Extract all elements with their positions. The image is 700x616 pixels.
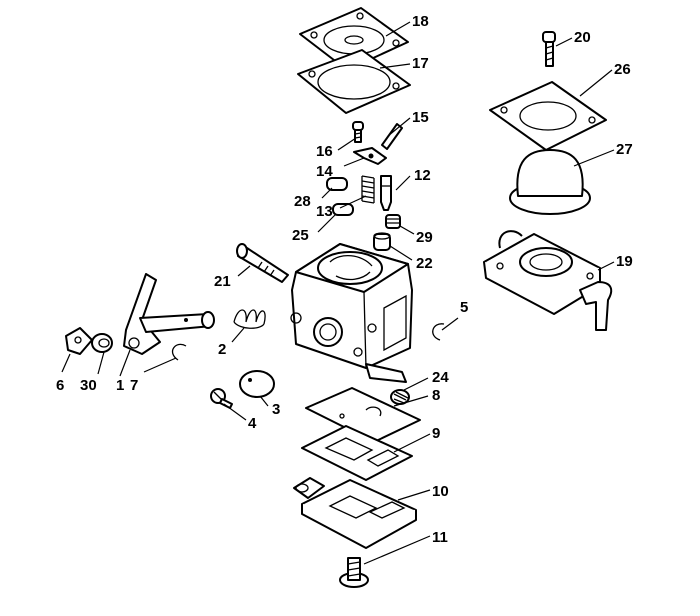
part-1-throttle-shaft (123, 273, 215, 355)
part-4-screw (210, 388, 233, 409)
part-29-fitting (385, 214, 401, 229)
callout-8: 8 (432, 387, 440, 404)
callout-7: 7 (130, 377, 138, 394)
callout-4: 4 (248, 415, 257, 432)
part-17-gasket (297, 49, 411, 114)
part-12-needle (380, 175, 392, 211)
part-6-nut (65, 327, 93, 355)
callout-2: 2 (218, 341, 226, 358)
callout-6: 6 (56, 377, 64, 394)
part-20-screw (542, 31, 556, 67)
callout-15: 15 (412, 109, 429, 126)
carburetor-body (290, 243, 413, 383)
callout-10: 10 (432, 483, 449, 500)
callout-24: 24 (432, 369, 449, 386)
part-26-primer-cover (489, 81, 607, 151)
part-27-primer-bulb (509, 149, 591, 215)
part-11-screw (339, 557, 369, 588)
leader-lines (61, 21, 615, 565)
part-13-spring (361, 175, 375, 204)
part-21-adjusting-screw (236, 243, 289, 283)
callout-21: 21 (214, 273, 231, 290)
part-25-block (332, 203, 354, 216)
callout-17: 17 (412, 55, 429, 72)
callout-27: 27 (616, 141, 633, 158)
part-15-pin (381, 123, 403, 150)
part-7-clip (171, 343, 187, 361)
part-16-screw (352, 121, 364, 143)
callout-1: 1 (116, 377, 124, 394)
part-30-washer (91, 333, 113, 353)
part-22-cap (373, 232, 391, 251)
callout-20: 20 (574, 29, 591, 46)
callout-13: 13 (316, 203, 333, 220)
callout-18: 18 (412, 13, 429, 30)
callout-16: 16 (316, 143, 333, 160)
callout-30: 30 (80, 377, 97, 394)
part-14-lever (353, 147, 387, 165)
callout-29: 29 (416, 229, 433, 246)
part-3-throttle-disc (239, 370, 275, 398)
callout-11: 11 (432, 529, 448, 546)
callout-3: 3 (272, 401, 280, 418)
callout-19: 19 (616, 253, 633, 270)
part-2-spring (233, 309, 266, 329)
part-19-primer-pump (483, 230, 613, 331)
callout-14: 14 (316, 163, 333, 180)
callout-12: 12 (414, 167, 431, 184)
callout-9: 9 (432, 425, 440, 442)
callout-5: 5 (460, 299, 468, 316)
callout-labels: 18 17 16 15 14 28 13 12 25 29 22 21 2 3 … (56, 13, 633, 546)
callout-25: 25 (292, 227, 309, 244)
callout-22: 22 (416, 255, 433, 272)
part-28-block (326, 177, 348, 191)
part-10-pump-plate (293, 477, 417, 549)
part-9-gasket (301, 425, 413, 481)
callout-28: 28 (294, 193, 311, 210)
part-5-clip (432, 323, 445, 341)
callout-26: 26 (614, 61, 631, 78)
